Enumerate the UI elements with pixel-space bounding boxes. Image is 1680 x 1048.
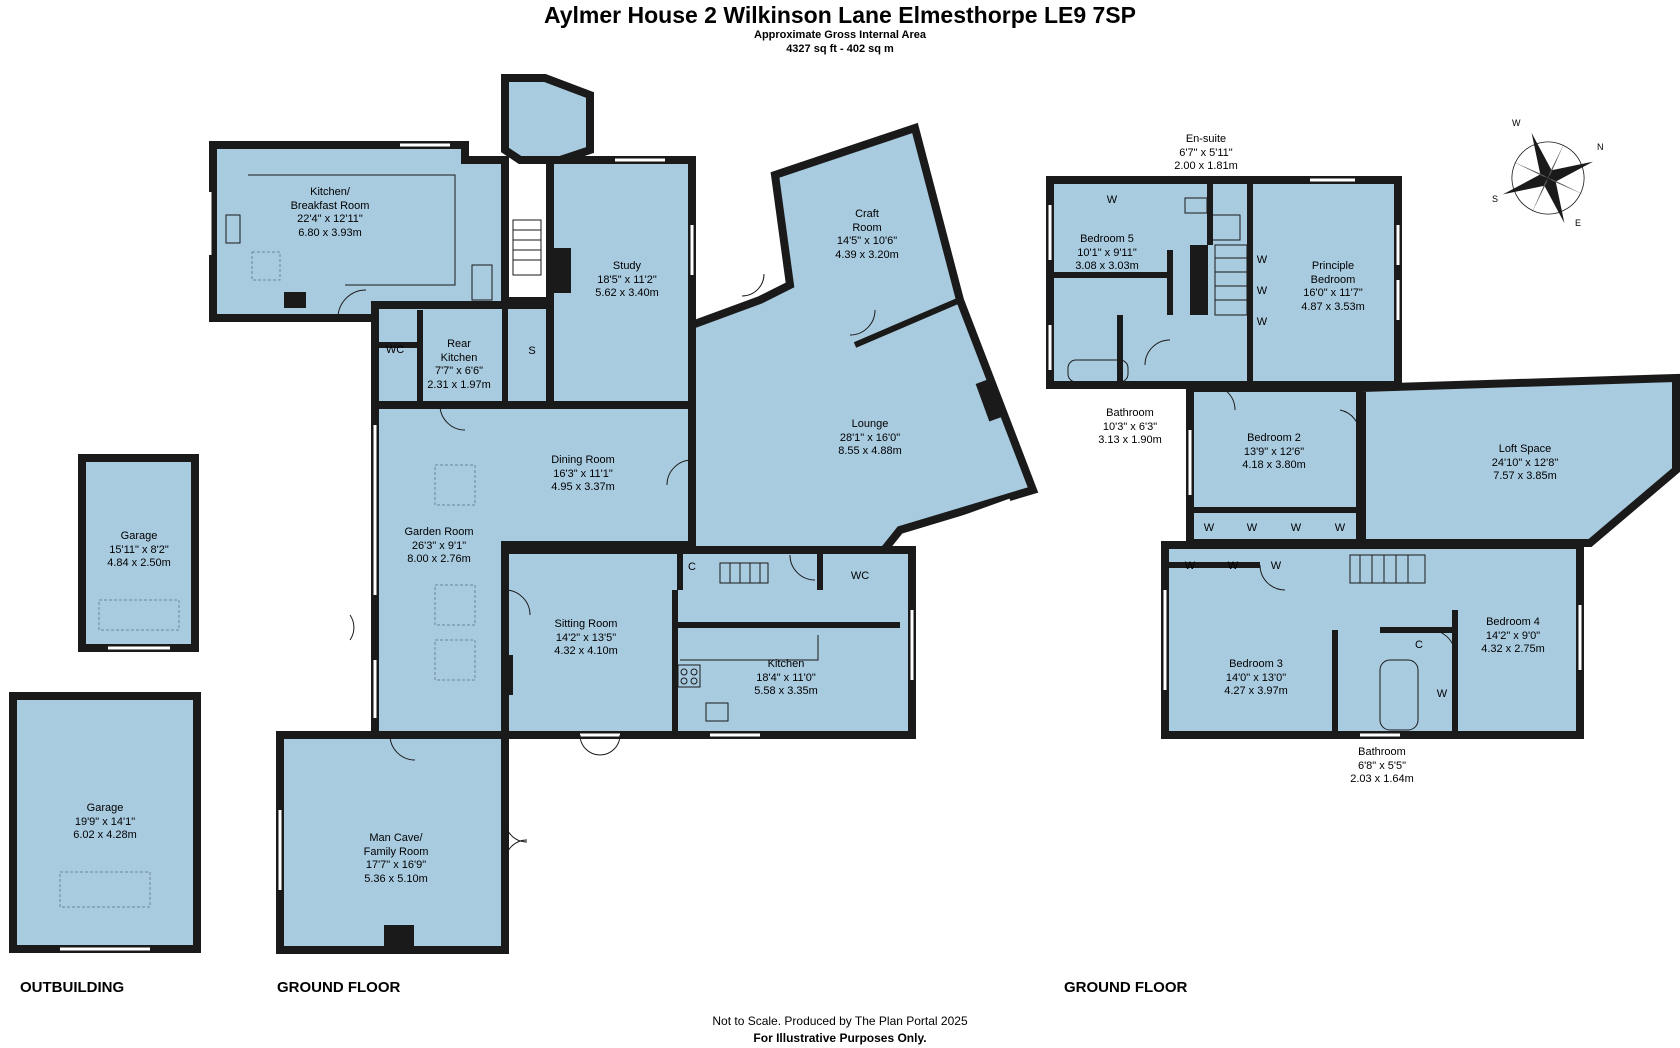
wardrobe-mark: W xyxy=(1246,522,1258,534)
room-label-wc-rear: WC xyxy=(385,344,405,356)
footer-note: Not to Scale. Produced by The Plan Porta… xyxy=(712,1014,968,1028)
wardrobe-mark: W xyxy=(1290,522,1302,534)
compass-icon xyxy=(1502,132,1594,224)
room-label-kitchen-breakfast: Kitchen/Breakfast Room 22'4" x 12'11"6.8… xyxy=(290,186,370,239)
garage-small-floor xyxy=(78,454,199,652)
wardrobe-mark: W xyxy=(1256,316,1268,328)
wardrobe-mark: W xyxy=(1256,254,1268,266)
section-outbuilding: OUTBUILDING xyxy=(20,979,125,996)
wardrobe-mark: W xyxy=(1227,560,1239,572)
wardrobe-mark: W xyxy=(1270,560,1282,572)
total-area: 4327 sq ft - 402 sq m xyxy=(786,43,894,55)
compass-label-e: E xyxy=(1575,218,1581,228)
page-subtitle: Approximate Gross Internal Area xyxy=(754,29,926,41)
wardrobe-mark: W xyxy=(1256,285,1268,297)
compass-label-n: N xyxy=(1597,142,1604,152)
wardrobe-mark: W xyxy=(1203,522,1215,534)
bay-window-floor xyxy=(501,74,594,164)
cupboard-mark: C xyxy=(688,561,696,573)
page-title: Aylmer House 2 Wilkinson Lane Elmesthorp… xyxy=(543,2,1136,28)
room-label-man-cave: Man Cave/Family Room 17'7" x 16'9"5.36 x… xyxy=(363,832,429,885)
room-label-wc-front: WC xyxy=(850,570,870,582)
wardrobe-mark: W xyxy=(1334,522,1346,534)
wardrobe-mark: W xyxy=(1106,194,1118,206)
store-mark: S xyxy=(528,345,536,357)
compass-label-s: S xyxy=(1492,194,1498,204)
wardrobe-mark: W xyxy=(1436,688,1448,700)
wardrobe-mark: W xyxy=(1184,560,1196,572)
section-ground-floor: GROUND FLOOR xyxy=(1064,979,1188,996)
cupboard-mark: C xyxy=(1415,639,1423,651)
section-ground-floor: GROUND FLOOR xyxy=(277,979,401,996)
compass-label-w: W xyxy=(1512,118,1521,128)
footer-disclaimer: For Illustrative Purposes Only. xyxy=(753,1031,927,1045)
